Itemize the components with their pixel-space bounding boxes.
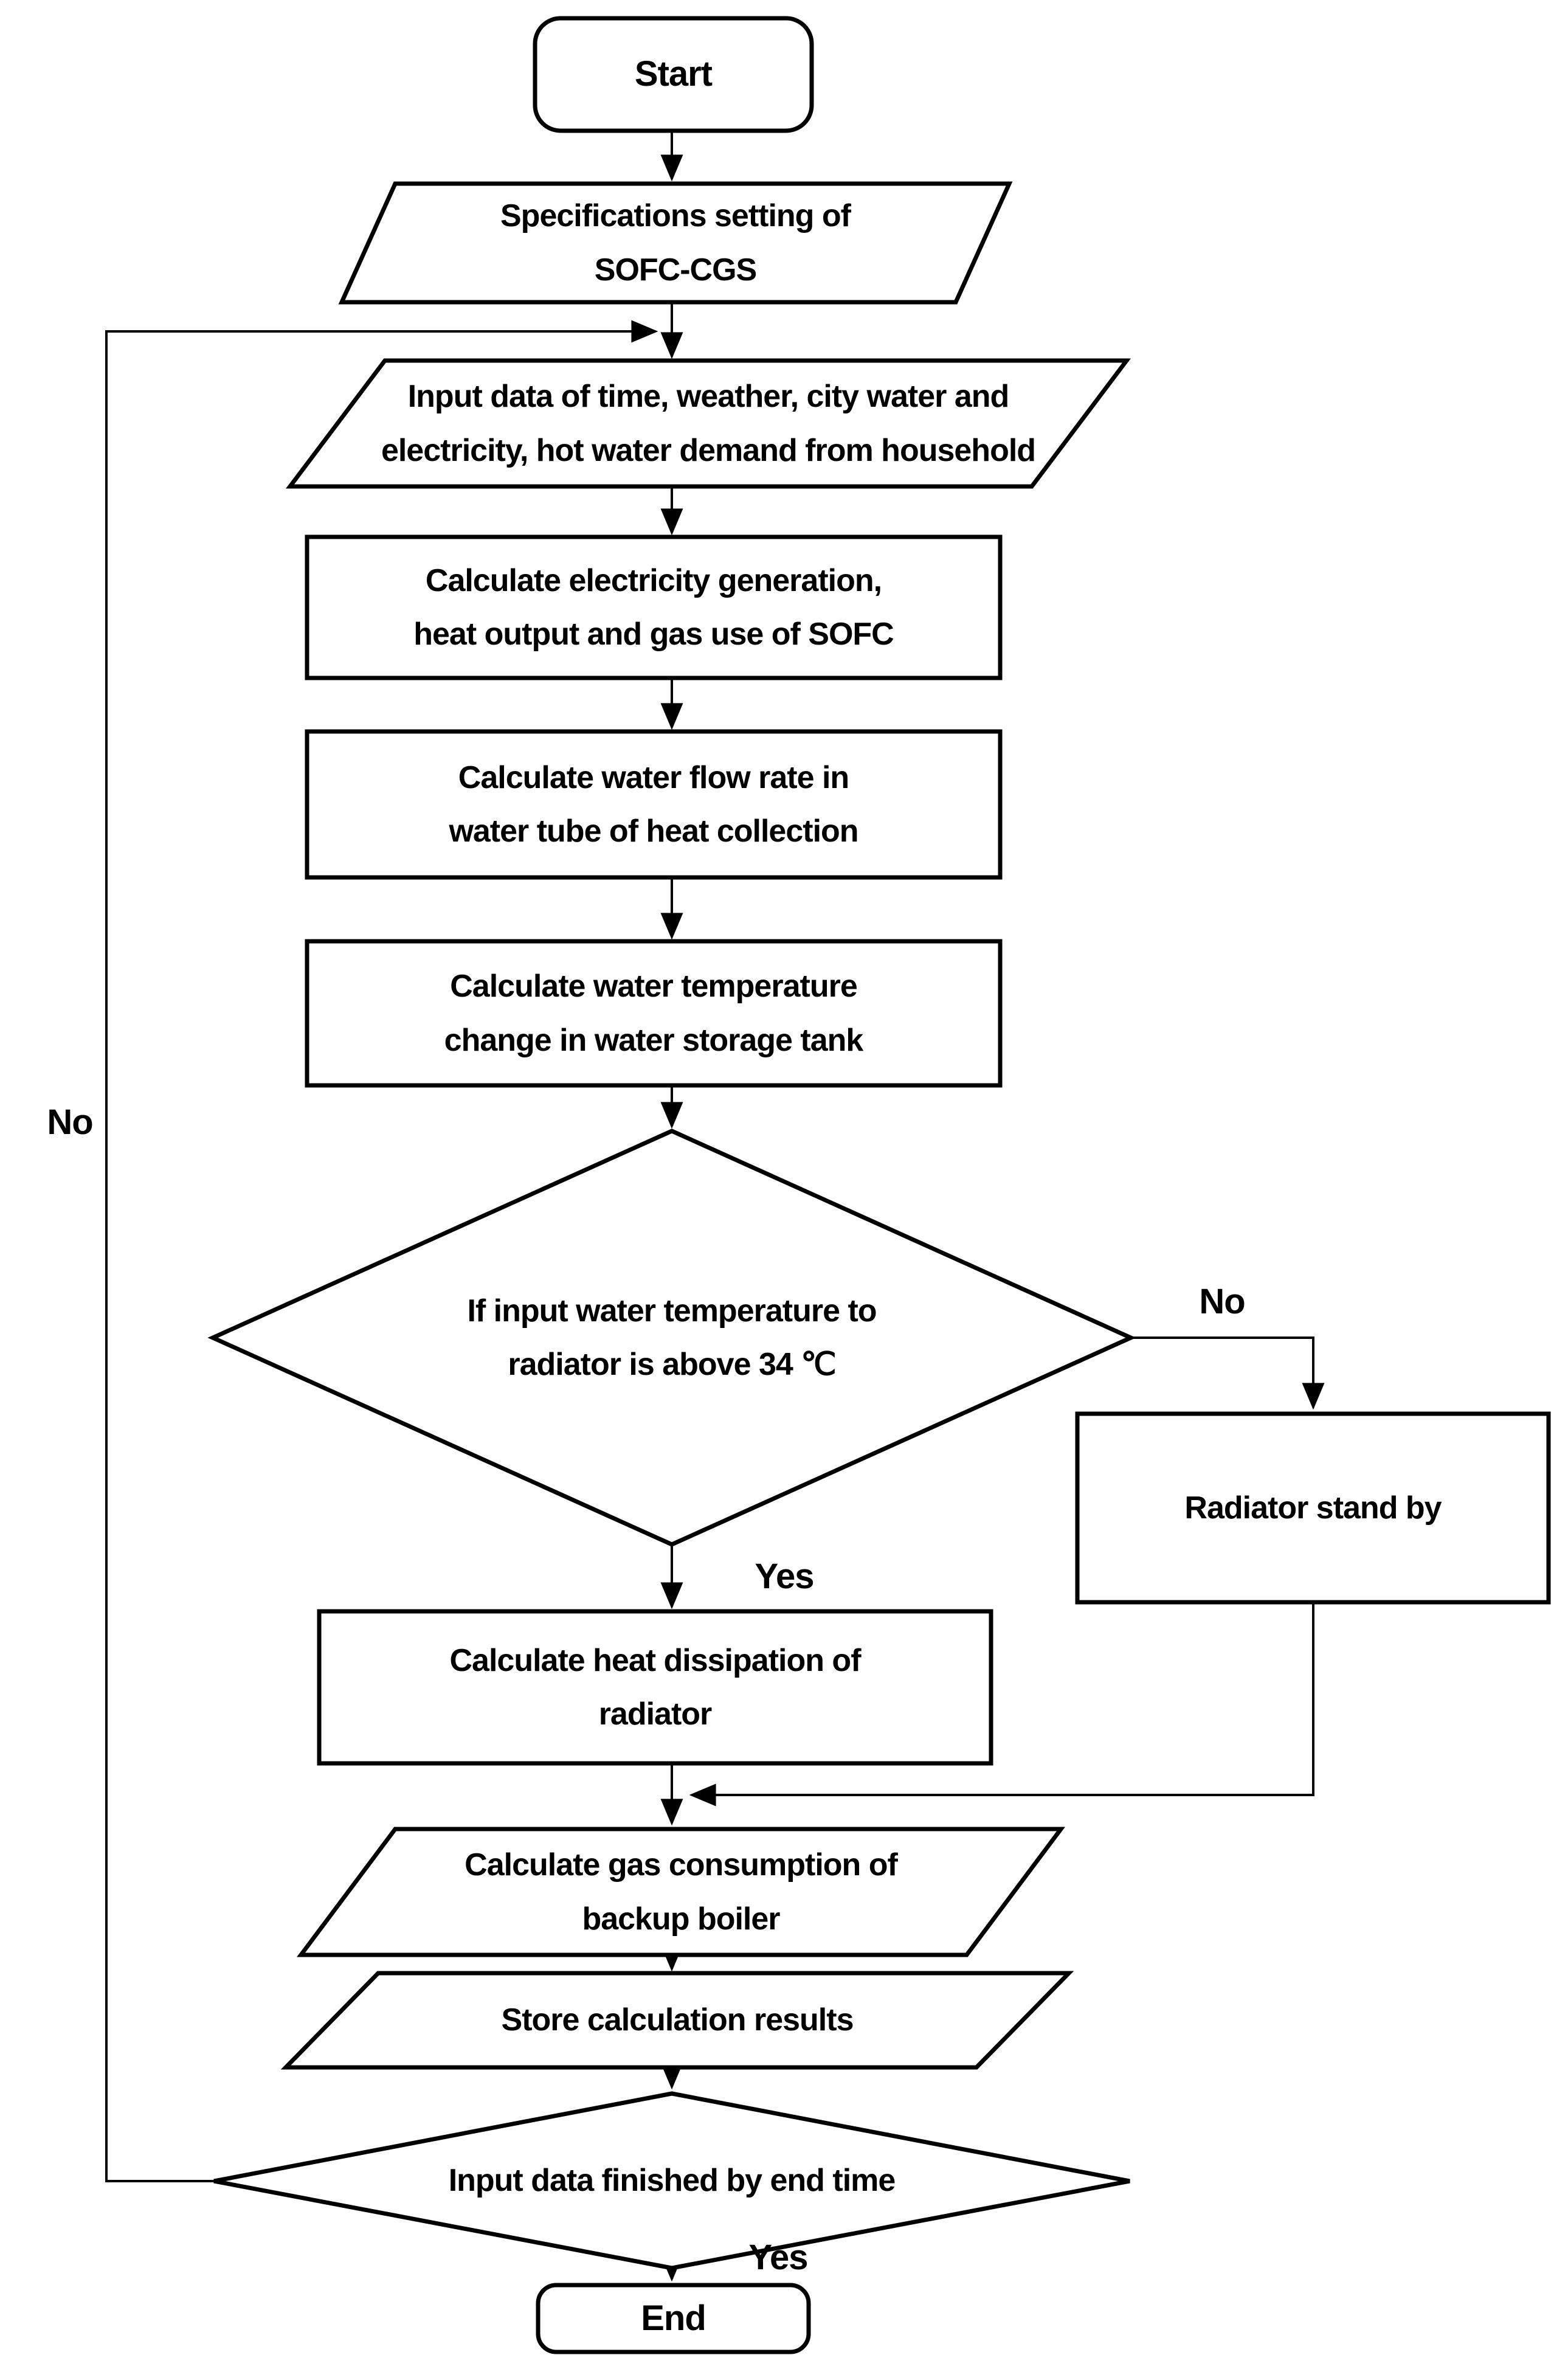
store-results-node-shape (280, 1971, 1074, 2070)
edge-decision-no-to-radiator (1131, 1337, 1325, 1410)
calc-flow-node-shape (305, 729, 1003, 880)
end-node-shape (536, 2283, 811, 2354)
calc-gas-node-shape (297, 1827, 1065, 1957)
decision-end-node-shape (213, 2091, 1130, 2270)
calc-dissipation-node-shape (317, 1609, 993, 1766)
input-node-shape (285, 358, 1131, 489)
edge-no-feedback-loop (105, 320, 658, 2182)
edge-radiator-to-merge (689, 1602, 1314, 1807)
calc-temp-node-shape (305, 939, 1003, 1088)
radiator-standby-node-shape (1075, 1411, 1551, 1605)
calc-electricity-node-shape (305, 534, 1003, 680)
start-node-shape (533, 16, 814, 133)
specs-node-shape (338, 181, 1013, 305)
decision-temp-node-shape (207, 1129, 1136, 1547)
